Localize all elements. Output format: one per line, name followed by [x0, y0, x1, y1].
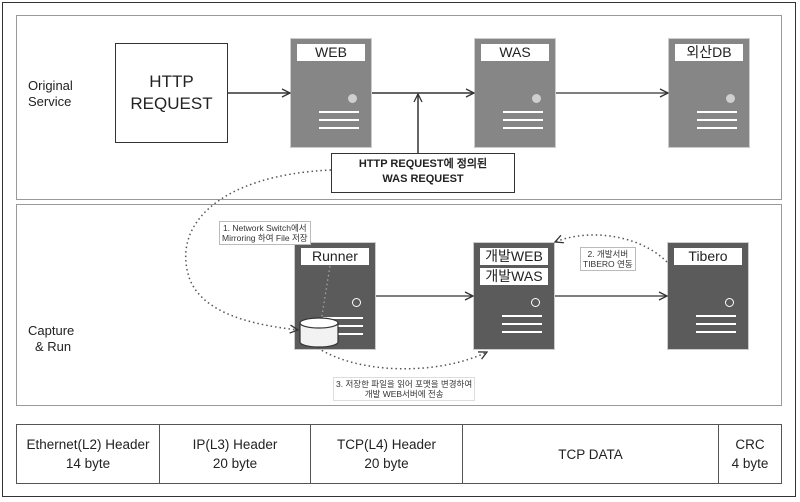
note-line: 1. Network Switch에서: [222, 223, 307, 233]
field-name: TCP DATA: [558, 446, 623, 462]
packet-field-tcp: TCP(L4) Header 20 byte: [311, 425, 463, 483]
server-slot-icon: [323, 325, 363, 327]
server-title: 외산DB: [675, 44, 743, 61]
server-led-icon: [531, 298, 540, 307]
step-2-note: 2. 개발서버 TIBERO 연동: [580, 247, 636, 271]
note-line: 개발 WEB서버에 전송: [364, 389, 444, 399]
server-slot-icon: [697, 127, 737, 129]
field-size: 14 byte: [65, 456, 111, 471]
field-size: 20 byte: [364, 456, 409, 471]
external-db-server: 외산DB: [668, 38, 750, 148]
server-title: WAS: [481, 44, 549, 61]
callout-line: WAS REQUEST: [382, 173, 464, 185]
server-title: 개발WEB: [480, 248, 548, 265]
field-name: CRC: [735, 437, 765, 452]
server-slot-icon: [502, 315, 542, 317]
server-slot-icon: [319, 127, 359, 129]
note-line: 2. 개발서버: [587, 249, 629, 259]
server-led-icon: [352, 298, 361, 307]
packet-structure: Ethernet(L2) Header 14 byte IP(L3) Heade…: [16, 424, 782, 484]
was-request-callout: HTTP REQUEST에 정의된 WAS REQUEST: [331, 153, 515, 193]
server-slot-icon: [503, 127, 543, 129]
http-request-box: HTTP REQUEST: [115, 43, 228, 143]
callout-line: HTTP REQUEST에 정의된: [358, 158, 488, 170]
server-slot-icon: [696, 323, 736, 325]
packet-field-ip: IP(L3) Header 20 byte: [160, 425, 311, 483]
label-line: Service: [28, 94, 72, 109]
note-line: 3. 저장한 파일을 읽어 포맷을 변경하여: [336, 379, 473, 389]
field-size: 4 byte: [731, 456, 769, 471]
tibero-server: Tibero: [667, 242, 749, 350]
server-slot-icon: [696, 331, 736, 333]
server-slot-icon: [502, 331, 542, 333]
field-name: TCP(L4) Header: [336, 437, 437, 452]
label-line: & Run: [35, 339, 72, 354]
server-title: Tibero: [674, 248, 742, 265]
was-server: WAS: [474, 38, 556, 148]
field-name: IP(L3) Header: [192, 437, 278, 452]
server-led-icon: [532, 94, 541, 103]
step-3-note: 3. 저장한 파일을 읽어 포맷을 변경하여 개발 WEB서버에 전송: [333, 377, 476, 401]
label-line: Original: [28, 78, 73, 93]
packet-field-tcp-data: TCP DATA: [463, 425, 719, 483]
server-slot-icon: [697, 111, 737, 113]
packet-field-ethernet: Ethernet(L2) Header 14 byte: [17, 425, 160, 483]
request-line: REQUEST: [130, 94, 213, 113]
note-line: Mirroring 하여 File 저장: [222, 233, 308, 243]
original-service-label: Original Service: [28, 78, 73, 110]
runner-server: Runner: [294, 242, 376, 350]
server-slot-icon: [503, 119, 543, 121]
server-led-icon: [725, 298, 734, 307]
request-line: HTTP: [149, 72, 194, 91]
packet-field-crc: CRC 4 byte: [719, 425, 781, 483]
capture-run-label: Capture & Run: [28, 323, 74, 355]
server-title: WEB: [297, 44, 365, 61]
label-line: Capture: [28, 323, 75, 338]
note-line: TIBERO 연동: [583, 259, 633, 269]
server-slot-icon: [502, 323, 542, 325]
server-slot-icon: [323, 317, 363, 319]
server-slot-icon: [697, 119, 737, 121]
server-led-icon: [726, 94, 735, 103]
web-server: WEB: [290, 38, 372, 148]
field-size: 20 byte: [212, 456, 258, 471]
field-name: Ethernet(L2) Header: [26, 437, 150, 452]
server-slot-icon: [323, 333, 363, 335]
diagram-frame: [2, 2, 796, 497]
step-1-note: 1. Network Switch에서 Mirroring 하여 File 저장: [219, 221, 311, 245]
server-title: Runner: [301, 248, 369, 265]
server-slot-icon: [503, 111, 543, 113]
server-slot-icon: [696, 315, 736, 317]
server-led-icon: [348, 94, 357, 103]
server-slot-icon: [319, 111, 359, 113]
dev-web-was-server: 개발WEB 개발WAS: [473, 242, 555, 350]
server-slot-icon: [319, 119, 359, 121]
server-title: 개발WAS: [480, 268, 548, 285]
